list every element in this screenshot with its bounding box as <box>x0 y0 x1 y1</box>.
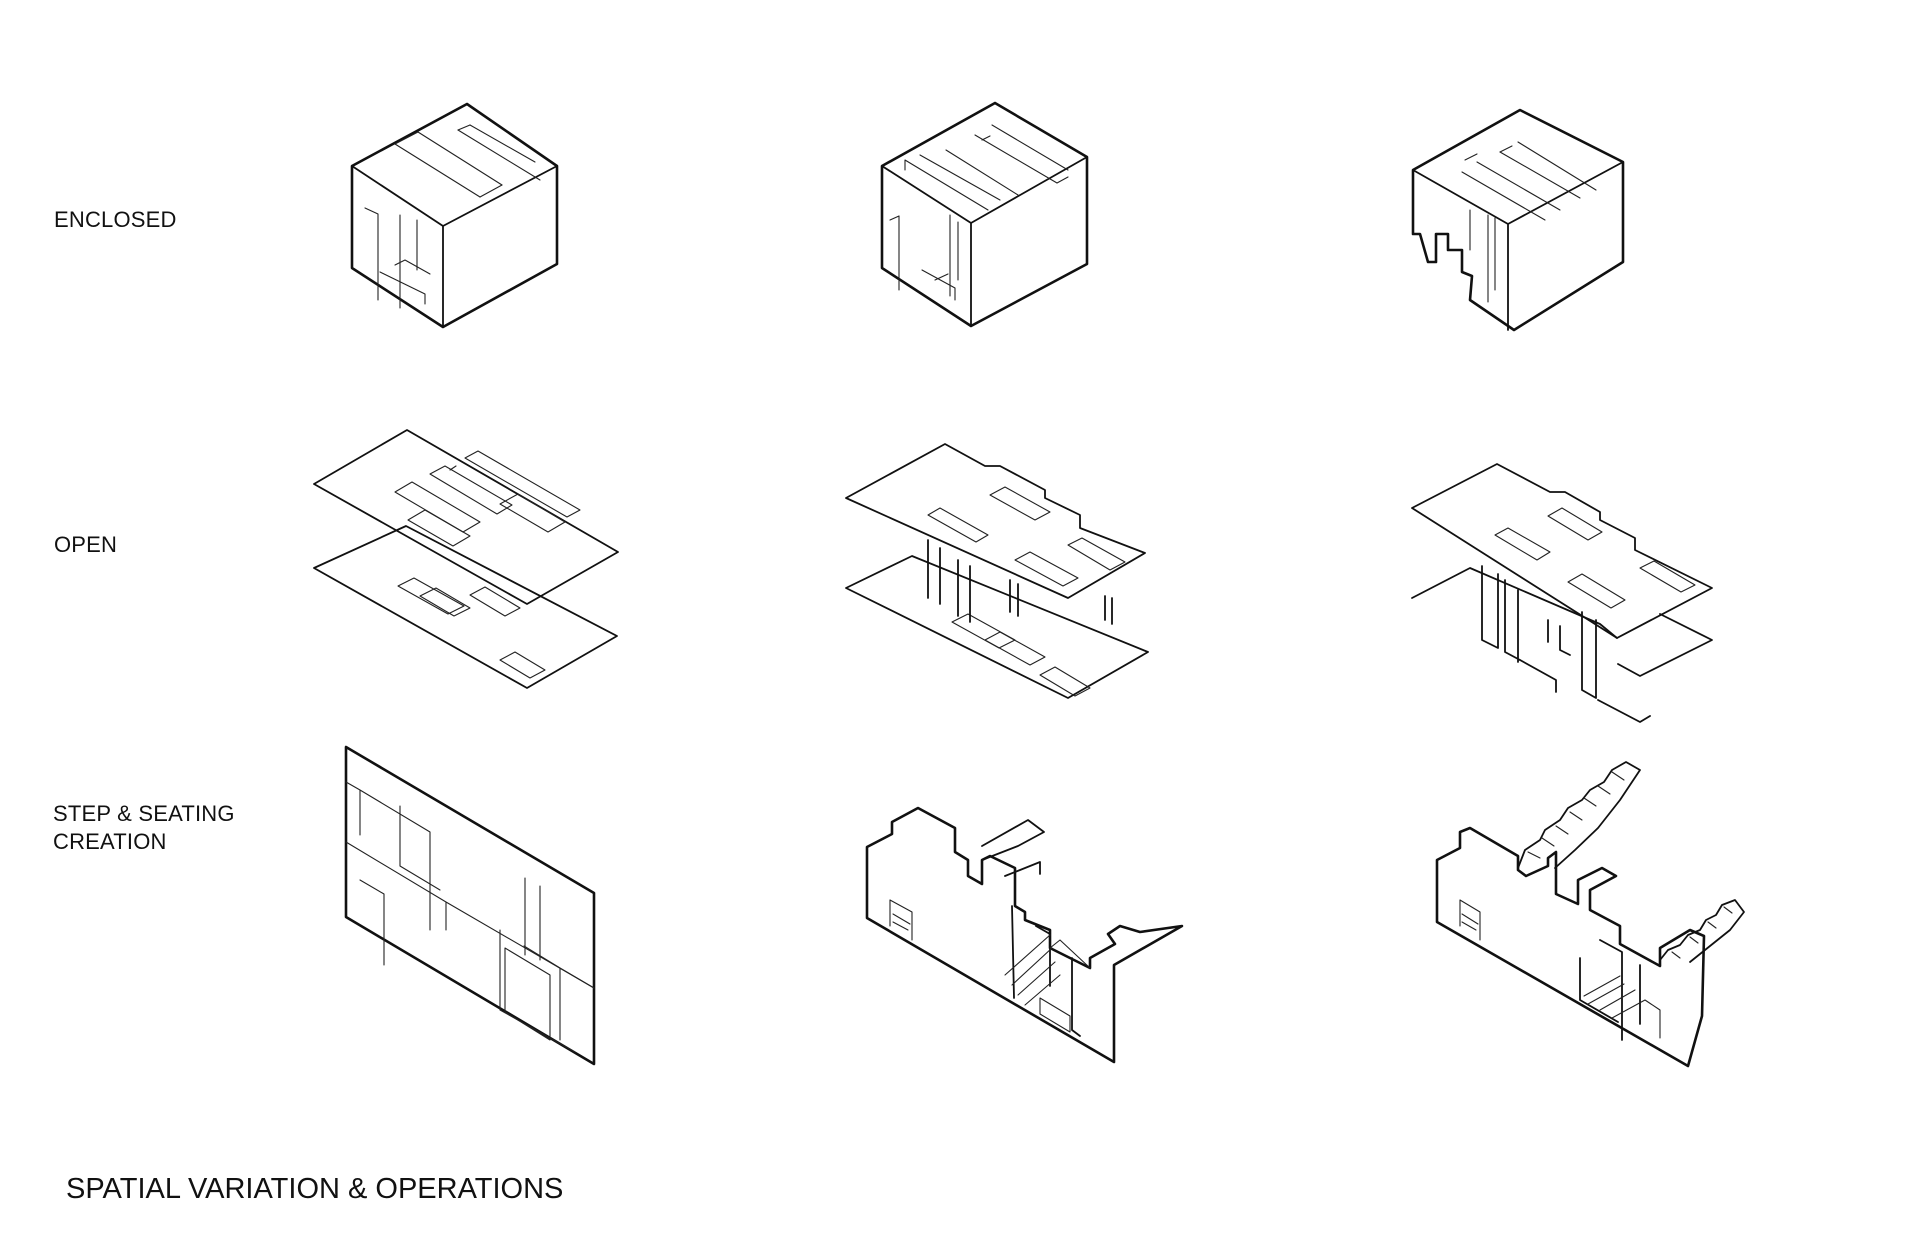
row-label-step-line1: STEP & SEATING <box>53 801 235 826</box>
enclosed-variant-1 <box>350 102 559 329</box>
open-variant-1 <box>313 429 619 689</box>
page-title: SPATIAL VARIATION & OPERATIONS <box>66 1173 564 1205</box>
enclosed-variant-3 <box>1411 108 1625 332</box>
step-variant-2 <box>865 806 1184 1064</box>
open-variant-3 <box>1411 463 1713 723</box>
row-label-open: OPEN <box>54 532 118 557</box>
step-variant-1 <box>344 745 596 1066</box>
step-variant-3 <box>1435 761 1745 1068</box>
row-label-step-line2: CREATION <box>53 829 167 854</box>
row-label-step-seating: STEP & SEATING CREATION <box>53 800 235 856</box>
open-variant-2 <box>845 443 1149 699</box>
enclosed-variant-2 <box>880 101 1089 328</box>
row-label-enclosed: ENCLOSED <box>54 207 177 232</box>
